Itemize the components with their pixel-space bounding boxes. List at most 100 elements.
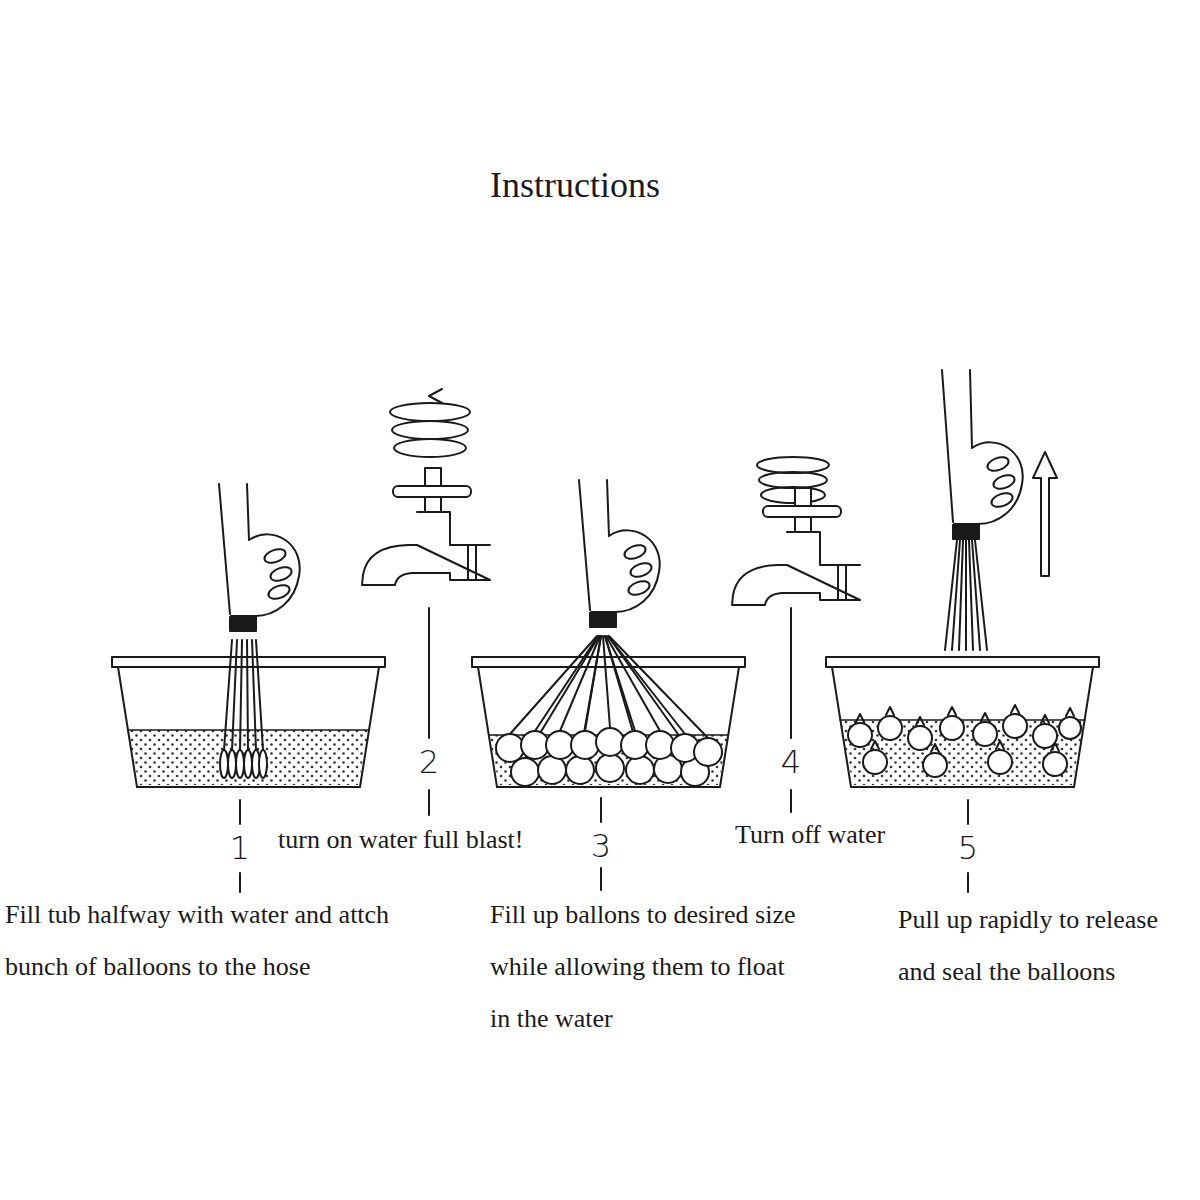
water-balloon [940,716,964,740]
empty-balloon [259,750,267,778]
finger [627,579,652,598]
water-balloon [546,731,574,759]
water-balloon [908,726,932,750]
spiral-ring [757,457,829,473]
step-number: 4 [771,742,811,782]
water-balloon [566,756,594,784]
tick-line [600,798,602,822]
step-text: Turn off water [735,819,935,851]
arm-line [247,484,249,540]
tub-rim [826,657,1099,667]
finger [986,455,1011,474]
spiral-ring [392,421,468,439]
step-text: Pull up rapidly to release and seal the … [898,894,1200,998]
water-balloon [694,738,722,766]
step-number: 3 [581,826,621,866]
hose-straw [975,540,987,650]
hand [219,484,300,631]
balloon-bunch [496,636,722,786]
finger [992,473,1017,492]
hose-straw [240,640,242,750]
tick-line [967,873,969,892]
hose-straw [965,540,967,650]
sealed-balloons [848,705,1081,777]
balloon-knot [856,705,1074,752]
tick-line [600,868,602,890]
faucet [732,488,860,605]
faucet-handle [393,486,471,497]
pull-up-arrow [1033,452,1057,576]
fist [231,534,300,616]
faucet-nut [845,565,847,600]
water-balloon [878,716,902,740]
arm-line [579,480,590,610]
tick-line [428,608,430,738]
spiral-arrow [429,389,442,403]
water-balloon [863,750,887,774]
tick-line [967,800,969,824]
water-balloon [973,722,997,746]
water-balloon [571,731,599,759]
finger [623,543,648,562]
fist [591,530,660,612]
arm-line [607,480,609,536]
water-balloon [596,754,624,782]
tap-turn-spiral [390,389,470,457]
hose-straw [510,636,597,734]
hose-collar [590,613,616,627]
hose-straw [560,636,600,731]
finger [263,547,288,566]
tick-line [239,800,241,824]
hand [942,370,1023,539]
empty-balloon [244,750,252,778]
step-text: Fill tub halfway with water and attch bu… [5,889,397,993]
tub [472,657,745,787]
water-balloon [621,731,649,759]
arm-line [219,484,230,614]
water-balloon [988,750,1012,774]
water-balloon [596,728,624,756]
hose-straw [256,640,263,750]
tub [826,657,1099,787]
water-balloon [1043,752,1067,776]
hose-collar [230,617,256,631]
step-number: 5 [948,828,988,868]
empty-balloon [228,750,236,778]
finger [269,565,294,584]
step-text: turn on water full blast! [278,824,588,856]
hose-straw [606,636,660,731]
water-balloon [521,731,549,759]
tick-line [790,790,792,812]
water-balloon [538,756,566,784]
finger [990,491,1015,510]
tub-rim [112,657,385,667]
water-balloon [848,723,872,747]
arm-line [942,370,953,522]
water-balloon [1059,717,1081,739]
tub-body [832,667,1093,787]
arm-line [970,370,972,448]
empty-balloon [220,750,228,778]
fist [954,442,1023,524]
faucet [362,468,490,585]
step-number: 2 [409,742,449,782]
balloon-bunch [220,640,267,778]
hose-collar [953,525,979,539]
faucet-nut [475,545,477,580]
faucet-body [732,532,860,605]
hose-straw [959,540,963,650]
water-balloon [923,753,947,777]
faucet-nut [837,565,839,600]
faucet-nut [467,545,469,580]
spiral-ring [761,487,825,503]
tick-line [428,790,430,815]
title: Instructions [375,163,775,207]
spiral-ring [394,439,466,457]
step-number: 1 [220,828,260,868]
faucet-body [362,512,490,585]
step-text: Fill up ballons to desired size while al… [490,889,802,1045]
water-balloon [626,756,654,784]
finger [267,583,292,602]
empty-balloon [236,750,244,778]
